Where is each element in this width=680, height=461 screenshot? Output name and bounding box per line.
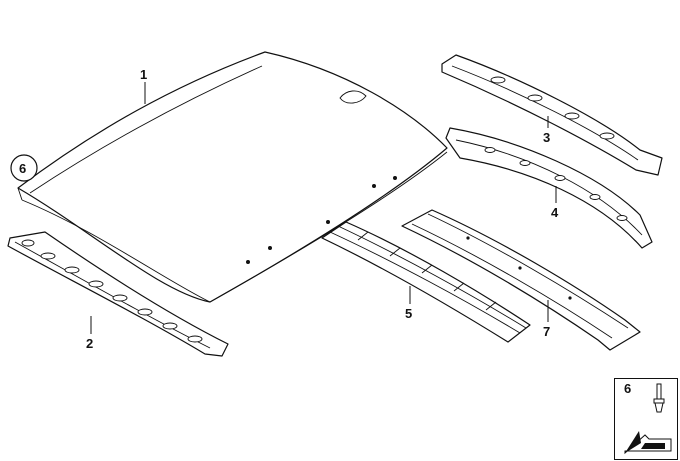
legend-item-number[interactable]: 6 — [624, 381, 632, 396]
roof-panel[interactable] — [17, 51, 448, 303]
roof-callout[interactable]: 1 — [140, 67, 147, 82]
roof-bow-part[interactable] — [321, 221, 531, 343]
circled-ref-callout[interactable]: 6 — [19, 161, 26, 176]
legend-box: 6 — [614, 378, 678, 460]
front-bow-upper-part[interactable] — [441, 54, 663, 176]
rear-frame-part[interactable] — [7, 231, 229, 357]
front-bow-upper-callout[interactable]: 3 — [543, 130, 550, 145]
front-bow-lower-part[interactable] — [445, 127, 653, 249]
front-bow-lower-callout[interactable]: 4 — [551, 205, 559, 220]
rear-bow-part[interactable] — [401, 209, 641, 351]
rear-frame-callout[interactable]: 2 — [86, 336, 93, 351]
circled-ref-marker — [10, 154, 38, 182]
direction-arrow-icon — [624, 431, 672, 455]
roof-bow-callout[interactable]: 5 — [405, 306, 412, 321]
rear-bow-callout[interactable]: 7 — [543, 324, 550, 339]
push-rivet-icon — [653, 383, 665, 413]
